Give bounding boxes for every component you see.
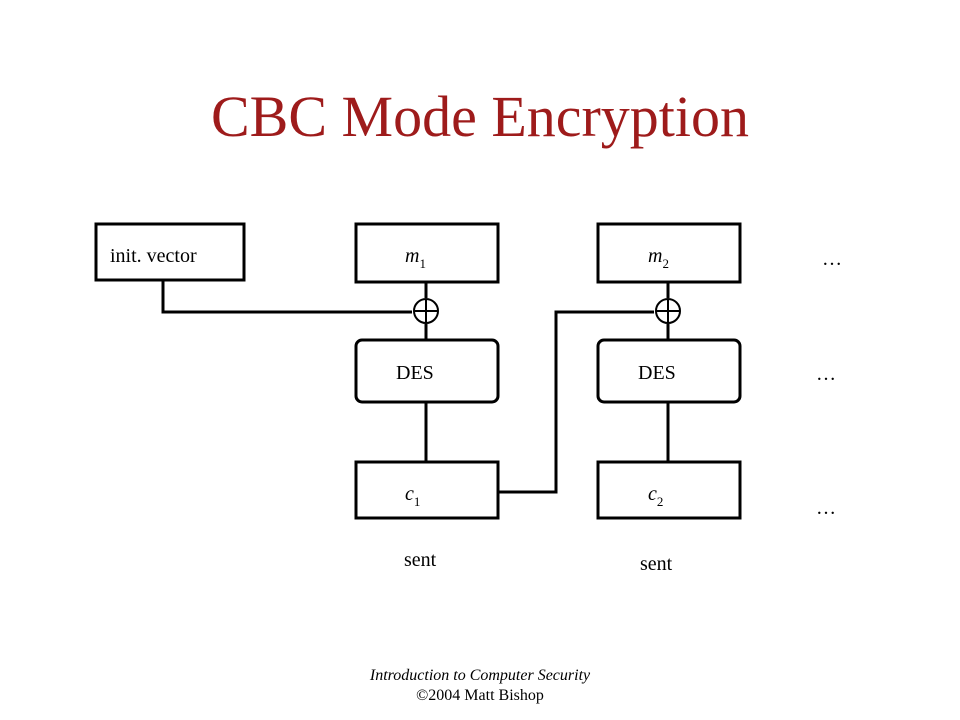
ellipsis-top: … bbox=[822, 248, 842, 270]
iv-label: init. vector bbox=[110, 245, 197, 267]
xor1-icon bbox=[413, 298, 439, 324]
c1-box bbox=[354, 460, 500, 520]
ellipsis-bottom: … bbox=[816, 497, 836, 519]
m1-box bbox=[354, 222, 500, 284]
des1-box bbox=[354, 338, 500, 404]
m2-label: m2 bbox=[648, 245, 669, 271]
c1-label: c1 bbox=[405, 483, 420, 509]
footer-course: Introduction to Computer Security bbox=[369, 667, 591, 684]
slide-title: CBC Mode Encryption bbox=[210, 84, 750, 149]
m2-box bbox=[596, 222, 742, 284]
iv-box bbox=[94, 222, 246, 282]
sent2-label: sent bbox=[640, 553, 673, 575]
ellipsis-mid: … bbox=[816, 363, 836, 385]
sent1-label: sent bbox=[404, 549, 437, 571]
c1-to-xor2-wire bbox=[498, 310, 654, 494]
footer-copyright: ©2004 Matt Bishop bbox=[416, 687, 544, 704]
iv-to-xor1-wire bbox=[161, 280, 412, 314]
des2-label: DES bbox=[638, 362, 676, 384]
m1-label: m1 bbox=[405, 245, 426, 271]
xor2-icon bbox=[655, 298, 681, 324]
slide-footer: Introduction to Computer Security ©2004 … bbox=[0, 666, 960, 706]
c2-box bbox=[596, 460, 742, 520]
des2-box bbox=[596, 338, 742, 404]
c2-label: c2 bbox=[648, 483, 663, 509]
des1-label: DES bbox=[396, 362, 434, 384]
